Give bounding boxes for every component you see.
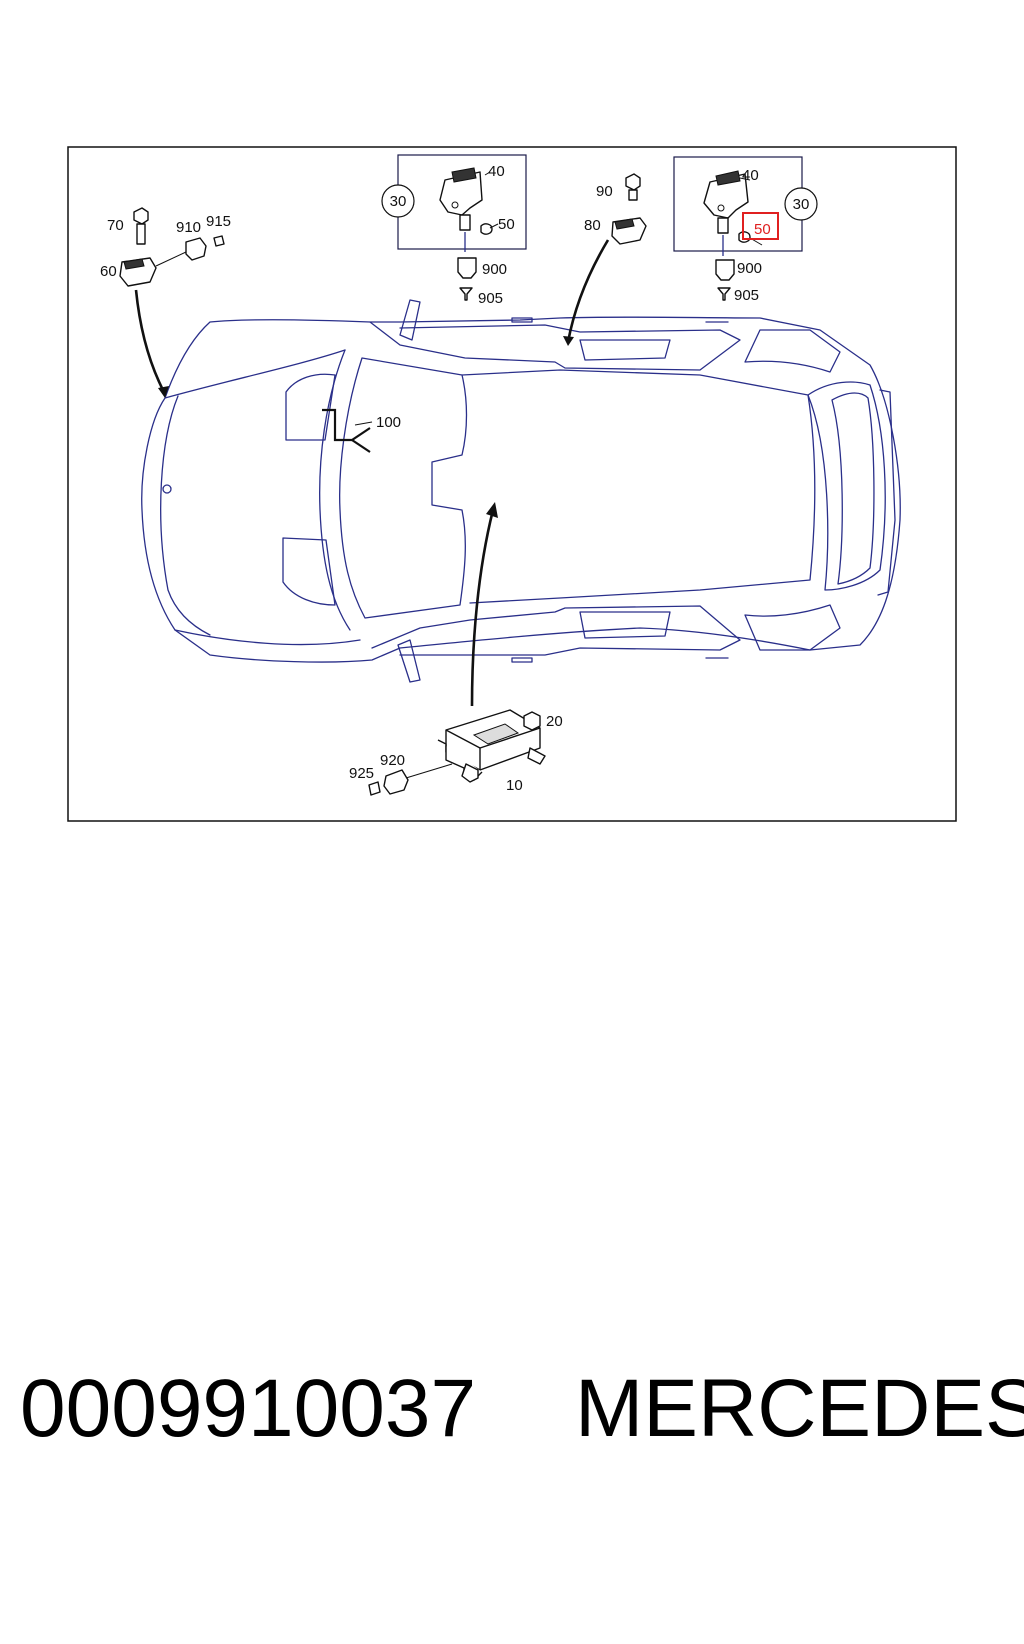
vehicle-top-view (141, 299, 901, 683)
callout-90: 90 (596, 183, 613, 200)
callout-905-right: 905 (734, 287, 759, 304)
harness-100: 100 (322, 408, 401, 453)
callout-60: 60 (100, 263, 117, 280)
highlight-box (742, 212, 779, 240)
callout-10: 10 (506, 777, 523, 794)
callout-900-left: 900 (482, 261, 507, 278)
callout-100: 100 (376, 414, 401, 431)
callout-40-right: 40 (742, 167, 759, 184)
callout-925: 925 (349, 765, 374, 782)
callout-70: 70 (107, 217, 124, 234)
inset-box-left: 30 40 50 900 905 (381, 154, 527, 307)
callout-30-left: 30 (390, 193, 407, 210)
inset-box-right: 30 40 50 900 905 (673, 156, 818, 304)
callout-20: 20 (546, 713, 563, 730)
callout-900-right: 900 (737, 260, 762, 277)
footer-caption: 0009910037 MERCEDES (0, 1362, 1024, 1472)
parts-diagram: 30 40 50 900 905 30 40 50 (67, 146, 957, 822)
diagram-frame (67, 146, 957, 822)
callout-905-left: 905 (478, 290, 503, 307)
callout-915: 915 (206, 213, 231, 230)
sensor-80-group: 90 80 (563, 173, 647, 346)
brand-name: MERCEDES (575, 1363, 1024, 1454)
callout-920: 920 (380, 752, 405, 769)
callout-50-left: 50 (498, 216, 515, 233)
callout-30-right: 30 (793, 196, 810, 213)
sensor-60-group: 70 910 915 60 (100, 207, 231, 398)
callout-910: 910 (176, 219, 201, 236)
callout-80: 80 (584, 217, 601, 234)
callout-40-left: 40 (488, 163, 505, 180)
callout-50-right: 50 (754, 221, 771, 238)
control-unit-10: 20 920 925 10 (349, 502, 563, 796)
part-number: 0009910037 (20, 1363, 477, 1454)
